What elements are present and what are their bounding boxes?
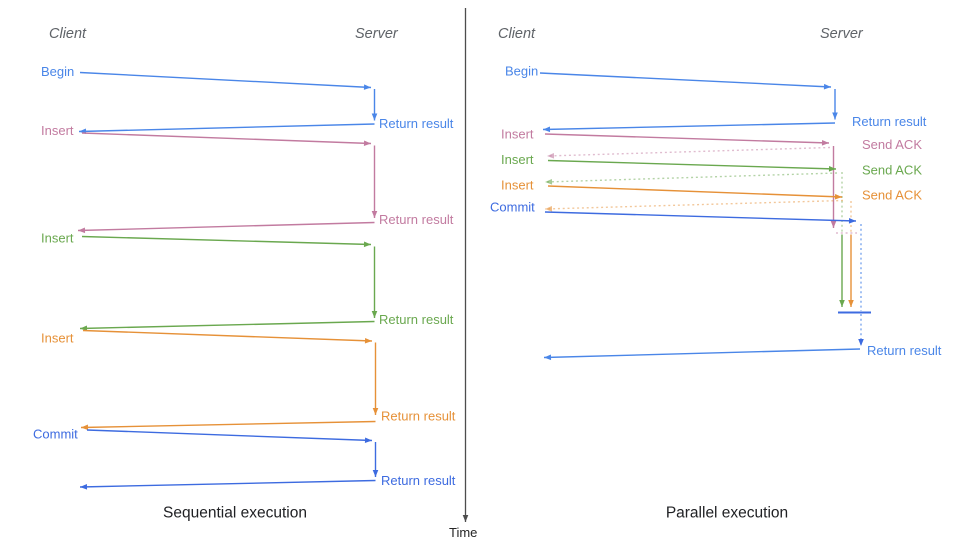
right-begin-processing-arrowhead bbox=[832, 112, 838, 120]
right-server-header: Server bbox=[820, 26, 864, 42]
left-insert3-processing-arrowhead bbox=[372, 408, 379, 415]
left-panel-title: Sequential execution bbox=[163, 505, 307, 522]
left-return-result-3-label: Return result bbox=[379, 312, 454, 327]
right-insert3-request-line bbox=[547, 185, 843, 198]
right-insert2-processing-arrowhead bbox=[839, 300, 845, 307]
left-insert-2-label: Insert bbox=[41, 231, 74, 246]
time-axis-label: Time bbox=[449, 525, 477, 540]
right-insert2-request-arrowhead bbox=[828, 165, 836, 172]
left-insert2-response-arrowhead bbox=[80, 325, 88, 332]
right-insert1-request-line bbox=[544, 133, 830, 144]
left-insert2-request-line bbox=[81, 235, 372, 246]
right-insert2-request-line bbox=[547, 159, 837, 170]
right-insert-1-label: Insert bbox=[501, 127, 534, 142]
left-begin-label: Begin bbox=[41, 64, 74, 79]
right-begin-request-line bbox=[539, 72, 832, 88]
left-insert1-response-arrowhead bbox=[78, 227, 86, 234]
right-begin-response-line bbox=[542, 122, 836, 131]
left-insert-3-label: Insert bbox=[41, 331, 74, 346]
right-return-result-1-label: Return result bbox=[852, 114, 927, 129]
left-begin-response-line bbox=[78, 123, 375, 133]
right-insert-3-label: Insert bbox=[501, 178, 534, 193]
right-insert1-ack-line bbox=[546, 146, 831, 157]
right-send-ack-2-label: Send ACK bbox=[862, 163, 922, 178]
right-insert3-ack-arrowhead bbox=[545, 206, 553, 212]
right-insert3-request-arrowhead bbox=[834, 193, 842, 200]
right-insert2-ack-arrowhead bbox=[545, 178, 553, 185]
time-axis-arrowhead bbox=[462, 515, 469, 522]
left-begin-processing-arrowhead bbox=[371, 113, 378, 121]
left-commit-response-arrowhead bbox=[80, 484, 88, 490]
right-send-ack-1-label: Send ACK bbox=[862, 137, 922, 152]
left-commit-request-line bbox=[86, 429, 373, 442]
left-insert1-response-line bbox=[77, 221, 375, 232]
left-insert2-request-arrowhead bbox=[363, 241, 371, 248]
left-return-result-1-label: Return result bbox=[379, 116, 454, 131]
right-return-result-final-label: Return result bbox=[867, 343, 942, 358]
right-insert1-processing-arrowhead bbox=[830, 221, 837, 228]
right-insert-2-label: Insert bbox=[501, 152, 534, 167]
left-commit-request-arrowhead bbox=[364, 437, 372, 444]
left-commit-label: Commit bbox=[33, 427, 78, 442]
left-insert1-request-arrowhead bbox=[363, 140, 371, 147]
right-commit-request-line bbox=[544, 211, 857, 222]
right-commit-response-arrowhead bbox=[544, 354, 552, 361]
right-commit-request-arrowhead bbox=[848, 217, 856, 224]
right-insert2-ack-line bbox=[544, 172, 838, 183]
left-insert3-request-line bbox=[82, 329, 373, 342]
right-insert1-request-arrowhead bbox=[821, 139, 829, 146]
left-insert2-processing-arrowhead bbox=[371, 311, 378, 318]
right-begin-response-arrowhead bbox=[543, 126, 551, 133]
left-insert-1-label: Insert bbox=[41, 123, 74, 138]
right-insert1-ack-arrowhead bbox=[547, 152, 555, 159]
left-return-result-2-label: Return result bbox=[379, 212, 454, 227]
left-return-result-4-label: Return result bbox=[381, 409, 456, 424]
right-insert3-processing-arrowhead bbox=[848, 300, 854, 307]
right-client-header: Client bbox=[498, 26, 536, 42]
right-begin-label: Begin bbox=[505, 64, 538, 79]
left-insert3-request-arrowhead bbox=[364, 337, 372, 344]
right-commit-finish-arrowhead bbox=[858, 339, 864, 346]
left-commit-processing-arrowhead bbox=[372, 470, 379, 477]
right-commit-response-line bbox=[543, 348, 861, 359]
left-insert3-response-line bbox=[80, 420, 376, 429]
right-insert3-ack-line bbox=[544, 199, 844, 210]
right-send-ack-3-label: Send ACK bbox=[862, 188, 922, 203]
left-insert1-processing-arrowhead bbox=[371, 211, 378, 218]
left-return-result-5-label: Return result bbox=[381, 473, 456, 488]
right-begin-request-arrowhead bbox=[823, 83, 831, 90]
left-begin-request-line bbox=[79, 71, 372, 89]
left-begin-request-arrowhead bbox=[363, 84, 371, 90]
left-commit-response-line bbox=[79, 479, 376, 488]
left-server-header: Server bbox=[355, 26, 399, 42]
left-insert3-response-arrowhead bbox=[81, 424, 89, 431]
left-client-header: Client bbox=[49, 26, 87, 42]
right-panel-title: Parallel execution bbox=[666, 505, 788, 522]
left-insert1-request-line bbox=[81, 132, 372, 145]
left-insert2-response-line bbox=[79, 320, 375, 330]
right-commit-label: Commit bbox=[490, 200, 535, 215]
